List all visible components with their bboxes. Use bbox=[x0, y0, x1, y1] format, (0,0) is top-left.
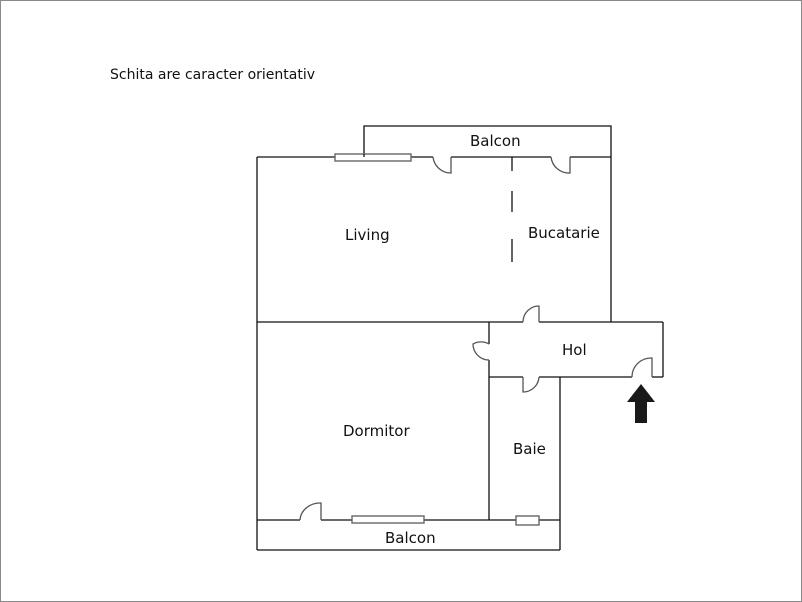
door-dormitor-balcony bbox=[299, 502, 322, 521]
label-living: Living bbox=[345, 226, 390, 244]
bottom-walls bbox=[257, 377, 561, 551]
label-hol: Hol bbox=[562, 341, 587, 359]
door-kitchen-balcony bbox=[550, 156, 571, 174]
hol-walls bbox=[488, 321, 664, 520]
entrance-arrow-icon bbox=[627, 384, 655, 423]
door-dormitor-hol bbox=[472, 341, 490, 361]
window-living bbox=[334, 153, 412, 162]
door-living-balcony bbox=[432, 156, 452, 174]
disclaimer-note: Schita are caracter orientativ bbox=[110, 67, 315, 83]
window-baie bbox=[515, 515, 540, 526]
door-kitchen-hol bbox=[522, 305, 540, 323]
window-dormitor bbox=[351, 515, 425, 524]
label-balcon-top: Balcon bbox=[470, 132, 521, 150]
door-baie-hol bbox=[522, 376, 540, 393]
label-baie: Baie bbox=[513, 440, 546, 458]
label-balcon-bottom: Balcon bbox=[385, 529, 436, 547]
label-dormitor: Dormitor bbox=[343, 422, 410, 440]
balcony-top bbox=[363, 125, 612, 157]
label-bucatarie: Bucatarie bbox=[528, 224, 600, 242]
living-kitchen-walls bbox=[256, 156, 612, 550]
door-entrance bbox=[631, 357, 653, 378]
